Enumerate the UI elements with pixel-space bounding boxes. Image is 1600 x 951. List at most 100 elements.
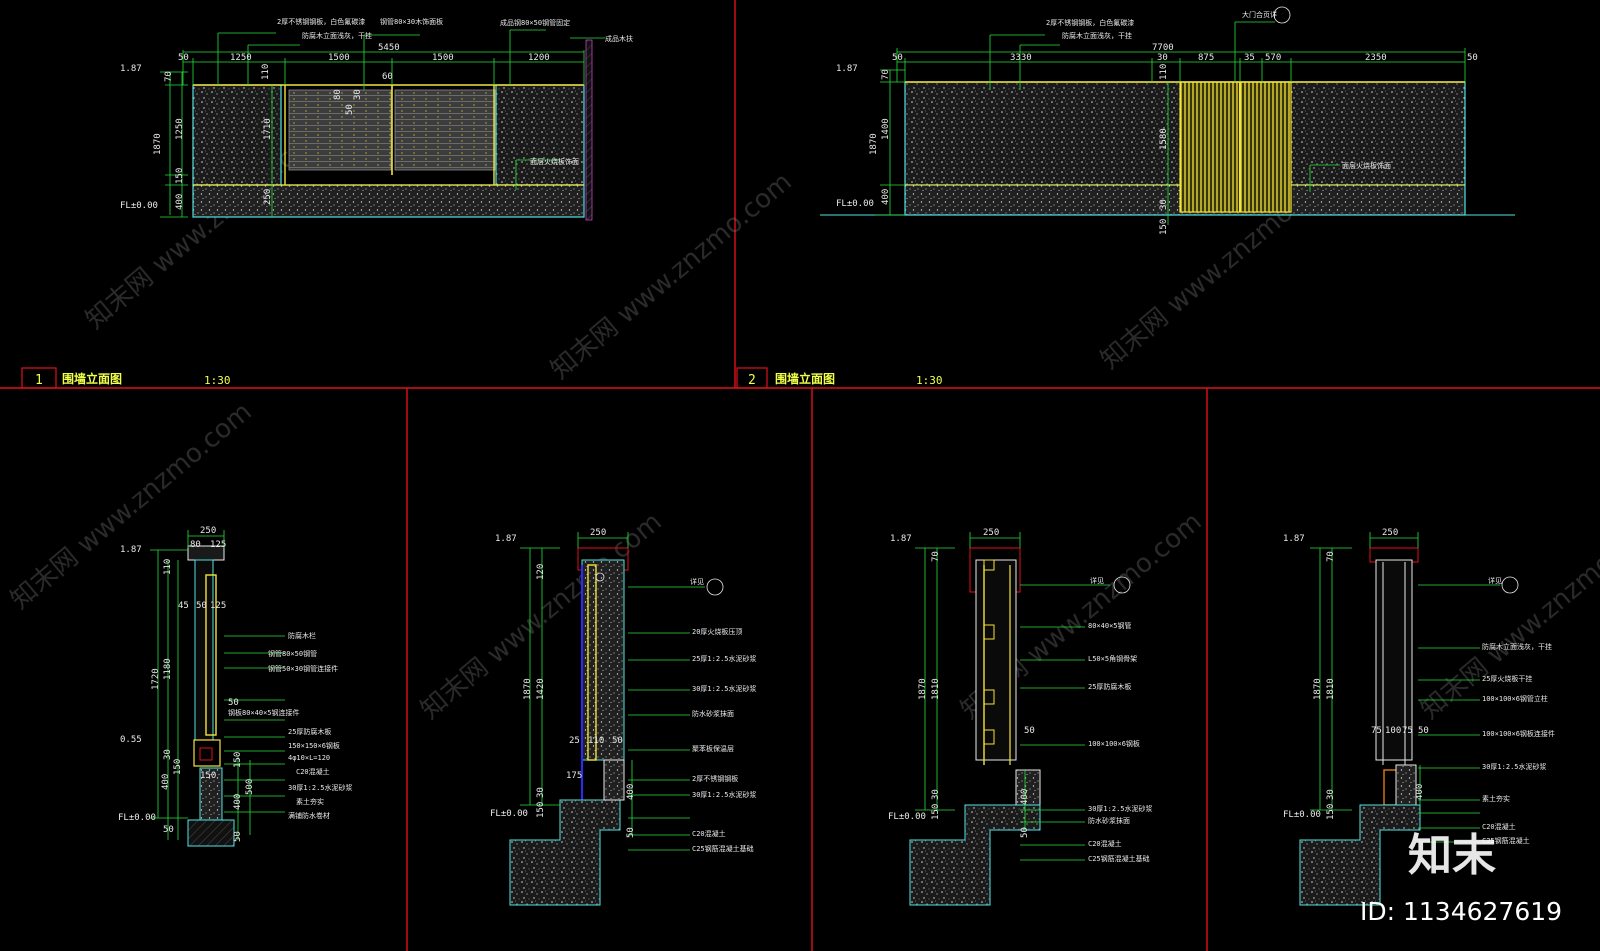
dim-label: 3330 bbox=[1010, 53, 1032, 63]
dim-label: 25 bbox=[569, 736, 580, 746]
callout-note: C20混凝土 bbox=[1088, 839, 1122, 848]
foundation bbox=[909, 804, 1041, 906]
callout-note: 100×100×6钢板连接件 bbox=[1482, 729, 1555, 738]
brand-watermark: 知末 ID: 1134627619 bbox=[1360, 830, 1562, 926]
watermark: 知末网 www.znzmo.com bbox=[5, 397, 257, 616]
dim-label: 1580 bbox=[1159, 128, 1169, 150]
callout-note: 25厚1:2.5水泥砂浆 bbox=[692, 654, 757, 663]
dim-label: 570 bbox=[1265, 53, 1281, 63]
dim-label: 60 bbox=[382, 72, 393, 82]
dim-label: 30 bbox=[353, 89, 363, 100]
dim-label: 400 bbox=[1020, 789, 1030, 805]
callout-note: 钢管50×30钢管连接件 bbox=[268, 664, 338, 673]
dim-label: 1870 bbox=[1313, 678, 1323, 700]
callout-note: 素土夯实 bbox=[296, 797, 324, 806]
callout-note: 详见 bbox=[690, 577, 704, 586]
callout-note: 30厚1:2.5水泥砂浆 bbox=[1088, 804, 1153, 813]
dim-label: 30 bbox=[163, 749, 173, 760]
callout-note: C20混凝土 bbox=[1482, 822, 1516, 831]
level-mark: 1.87 bbox=[890, 534, 912, 544]
dim-label: 250 bbox=[1382, 528, 1398, 538]
gate bbox=[1179, 81, 1292, 213]
dim-label: 80 bbox=[190, 540, 201, 550]
dim-label: 50 bbox=[892, 53, 903, 63]
dim-label: 150 bbox=[1159, 219, 1169, 235]
dim-label: 1250 bbox=[230, 53, 252, 63]
callout-note: 成品木扶 bbox=[605, 34, 633, 43]
drawing-title: 围墙立面图 bbox=[62, 371, 122, 386]
dim-label: 1420 bbox=[536, 678, 546, 700]
drawing-number-box bbox=[736, 367, 768, 389]
dim-label: 250 bbox=[983, 528, 999, 538]
pier-right bbox=[495, 84, 585, 186]
callout-note: 20厚火烧板压顶 bbox=[692, 627, 742, 636]
elevation-2: 50 3330 30 875 35 570 2350 50 7700 1.87 … bbox=[736, 6, 1515, 389]
dim-label: 1200 bbox=[528, 53, 550, 63]
callout-note: 钢板80×40×5钢连接件 bbox=[228, 708, 300, 717]
dim-label: 50 bbox=[626, 827, 636, 838]
callout-note: 防腐木立面浅灰，干挂 bbox=[1482, 642, 1552, 651]
level-mark: FL±0.00 bbox=[490, 809, 528, 819]
callout-note: C25钢筋混凝土基础 bbox=[1088, 854, 1150, 863]
dim-label: 150 bbox=[1326, 804, 1336, 820]
detail-marker bbox=[706, 578, 724, 596]
dim-label: 400 bbox=[175, 194, 185, 210]
level-mark: 1.87 bbox=[1283, 534, 1305, 544]
dim-label: 35 bbox=[1244, 53, 1255, 63]
section-1: 250 80 125 1.87 110 1720 1180 0.55 30 15… bbox=[118, 526, 353, 847]
callout-note: 25厚防腐木板 bbox=[288, 727, 331, 736]
dim-label: 150 bbox=[233, 752, 243, 768]
dim-label: 150 bbox=[175, 168, 185, 184]
dim-label: 75 bbox=[1402, 726, 1413, 736]
dim-label: 1810 bbox=[931, 678, 941, 700]
level-mark: FL±0.00 bbox=[120, 201, 158, 211]
section-3: 250 1.87 70 1870 1810 FL±0.00 150 30 50 … bbox=[888, 528, 1153, 906]
dim-label: 50 bbox=[612, 736, 623, 746]
callout-note: C25钢筋混凝土 bbox=[1482, 836, 1530, 845]
dim-label: 50 bbox=[345, 104, 355, 115]
callout-note: 详见 bbox=[1090, 576, 1104, 585]
callout-note: 防水砂浆抹面 bbox=[692, 709, 734, 718]
level-mark: 1.87 bbox=[120, 545, 142, 555]
dim-label: 1180 bbox=[163, 658, 173, 680]
watermark: 知末网 www.znzmo.com bbox=[1415, 507, 1600, 726]
dim-label: 150 bbox=[931, 804, 941, 820]
dim-label: 30 bbox=[931, 789, 941, 800]
callout-note: 150×150×6钢板 bbox=[288, 741, 340, 750]
dim-label: 1810 bbox=[1326, 678, 1336, 700]
callout-note: 面层火烧板饰面 bbox=[530, 157, 579, 166]
callout-note: 钢管80×50钢管 bbox=[268, 649, 317, 658]
drawing-number: 2 bbox=[748, 373, 756, 388]
dim-label: 1870 bbox=[523, 678, 533, 700]
dim-total: 5450 bbox=[378, 43, 400, 53]
dim-label: 250 bbox=[200, 526, 216, 536]
wall-core bbox=[581, 559, 625, 761]
wall-core bbox=[1375, 559, 1413, 761]
callout-note: 2厚不锈钢钢板，白色氟碳漆 bbox=[277, 17, 365, 26]
callout-note: 成品钢80×50钢管固定 bbox=[500, 18, 570, 27]
callout-note: 防水砂浆抹面 bbox=[1088, 816, 1130, 825]
dim-label: 400 bbox=[881, 189, 891, 205]
callout-note: 聚苯板保温层 bbox=[692, 744, 734, 753]
dim-label: 175 bbox=[566, 771, 582, 781]
foundation bbox=[1299, 804, 1421, 906]
dim-label: 100 bbox=[1385, 726, 1401, 736]
dim-label: 500 bbox=[245, 779, 255, 795]
dim-label: 1710 bbox=[263, 118, 273, 140]
dim-label: 80 bbox=[333, 89, 343, 100]
dim-label: 1870 bbox=[153, 133, 163, 155]
callout-note: C20混凝土 bbox=[296, 767, 330, 776]
dim-label: 1720 bbox=[151, 668, 161, 690]
callout-note: 30厚1:2.5水泥砂浆 bbox=[692, 684, 757, 693]
level-mark: FL±0.00 bbox=[118, 813, 156, 823]
wall-core bbox=[975, 559, 1017, 761]
dim-label: 400 bbox=[626, 784, 636, 800]
dim-label: 50 bbox=[196, 601, 207, 611]
wood-panel-right bbox=[394, 89, 496, 171]
dim-label: 110 bbox=[588, 736, 604, 746]
image-id-label: ID: 1134627619 bbox=[1360, 897, 1562, 926]
level-mark: FL±0.00 bbox=[888, 812, 926, 822]
callout-note: 30厚1:2.5水泥砂浆 bbox=[692, 790, 757, 799]
dim-label: 125 bbox=[210, 540, 226, 550]
